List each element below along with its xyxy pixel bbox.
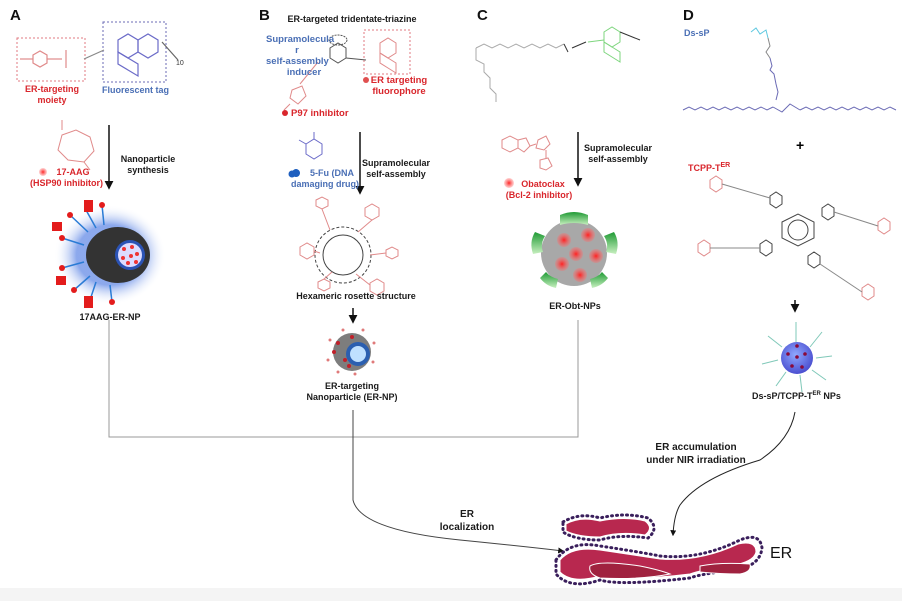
product-superscript: ER (812, 391, 821, 397)
panel-letter-b: B (259, 7, 270, 24)
er-organelle-label: ER (770, 545, 793, 562)
accumulation-path (670, 411, 796, 537)
obatoclax-class: (Bcl-2 inhibitor) (505, 190, 573, 200)
panel-b-step-line-1: Supramolecular (362, 158, 431, 168)
obatoclax-label: Obatoclax (Bcl-2 inhibitor) (502, 179, 576, 201)
panel-b-title: ER-targeted tridentate-triazine (287, 14, 417, 24)
obatoclax-structure (501, 135, 553, 171)
panel-letter-a: A (10, 7, 21, 24)
p97-inhibitor-label: P97 inhibitor (291, 108, 349, 119)
er-targeting-moiety-line-2: moiety (37, 95, 67, 105)
er-np-line-2: Nanoparticle (ER-NP) (306, 392, 398, 402)
17aag-label: 17-AAG (HSP90 inhibitor) (30, 167, 104, 189)
er-moiety-box (16, 37, 86, 82)
fluorescent-tag-label: Fluorescent tag (102, 85, 170, 95)
synthesis-line-2: synthesis (127, 165, 169, 175)
fluorophore-box (363, 29, 411, 75)
panel-c-structure (475, 26, 641, 102)
er-np-label: ER-targeting Nanoparticle (ER-NP) (302, 381, 402, 403)
panel-letter-d: D (683, 7, 694, 24)
accumulation-line-2: under NIR irradiation (646, 455, 746, 466)
5fu-line-1: 5-Fu (DNA (310, 168, 354, 178)
panel-b-step-line-2: self-assembly (366, 169, 426, 179)
inducer-line-1: Supramolecula (266, 34, 335, 45)
panel-c-step-line-1: Supramolecular (584, 143, 653, 153)
er-localization-label: ER localization (432, 508, 502, 534)
fluorophore-line-1: ER targeting (370, 75, 428, 86)
panel-c-step-line-2: self-assembly (588, 154, 648, 164)
figure-canvas: A B C D ER-targeting moiety Fluorescent … (0, 0, 902, 588)
localization-line-1: ER (460, 509, 474, 520)
panel-b-step-label: Supramolecular self-assembly (362, 158, 430, 180)
product-prefix: Ds-sP/TCPP-T (752, 391, 813, 401)
fluorophore-line-2: fluorophore (372, 86, 426, 97)
tcpp-ter-label: TCPP-TER (688, 160, 730, 174)
ds-sp-tcpp-nps-label: Ds-sP/TCPP-TER NPs (752, 389, 841, 402)
17aag-er-np-graphic (52, 200, 166, 308)
er-accumulation-label: ER accumulation under NIR irradiation (636, 441, 756, 467)
figure-graphics (16, 21, 897, 586)
ds-sp-label: Ds-sP (684, 28, 710, 38)
self-assembly-inducer-label: Supramolecula r self-assembly inducer (266, 34, 335, 78)
er-obt-nps-label: ER-Obt-NPs (549, 301, 601, 311)
17aag-er-np-label: 17AAG-ER-NP (79, 312, 141, 322)
ds-sp-structure (682, 27, 897, 113)
panel-b-structure (283, 34, 397, 111)
17aag-class: (HSP90 inhibitor) (30, 178, 104, 188)
tcpp-ter-name: TCPP-T (688, 163, 721, 173)
tcpp-ter-structure (697, 175, 891, 301)
er-np-line-1: ER-targeting (325, 381, 379, 391)
panel-c-step-label: Supramolecular self-assembly (584, 143, 652, 165)
er-np-graphic (326, 328, 376, 376)
connector-bracket (108, 320, 579, 438)
17aag-structure (57, 120, 95, 171)
5fu-label: 5-Fu (DNA damaging drug) (286, 168, 364, 190)
er-organelle-graphic (554, 513, 764, 586)
synthesis-line-1: Nanoparticle (120, 154, 176, 164)
nanoparticle-synthesis-label: Nanoparticle synthesis (116, 154, 180, 176)
accumulation-line-1: ER accumulation (655, 442, 737, 453)
plus-sign: + (796, 137, 805, 153)
er-targeting-fluorophore-label: ER targeting fluorophore (370, 75, 428, 97)
5fu-line-2: damaging drug) (291, 179, 359, 189)
inducer-line-2: r (295, 45, 299, 56)
inducer-line-3: self-assembly (266, 56, 329, 67)
5fu-structure (298, 132, 323, 160)
panel-a-structure (20, 33, 179, 78)
product-suffix: NPs (820, 391, 841, 401)
er-targeting-moiety-label: ER-targeting moiety (22, 84, 82, 106)
inducer-line-4: inducer (286, 67, 322, 78)
localization-path (352, 410, 565, 554)
hexameric-rosette (299, 196, 399, 296)
er-targeting-moiety-line-1: ER-targeting (25, 84, 79, 94)
panel-letter-c: C (477, 7, 488, 24)
17aag-name: 17-AAG (56, 167, 90, 177)
chain-subscript: 10 (176, 60, 184, 67)
obatoclax-name: Obatoclax (521, 179, 565, 189)
ds-sp-tcpp-nps-graphic (761, 322, 833, 393)
er-obt-nps-graphic (531, 212, 618, 288)
localization-line-2: localization (439, 522, 495, 533)
fluorescent-tag-box (102, 21, 167, 83)
tcpp-ter-superscript: ER (720, 162, 731, 169)
hexameric-rosette-label: Hexameric rosette structure (296, 291, 416, 301)
